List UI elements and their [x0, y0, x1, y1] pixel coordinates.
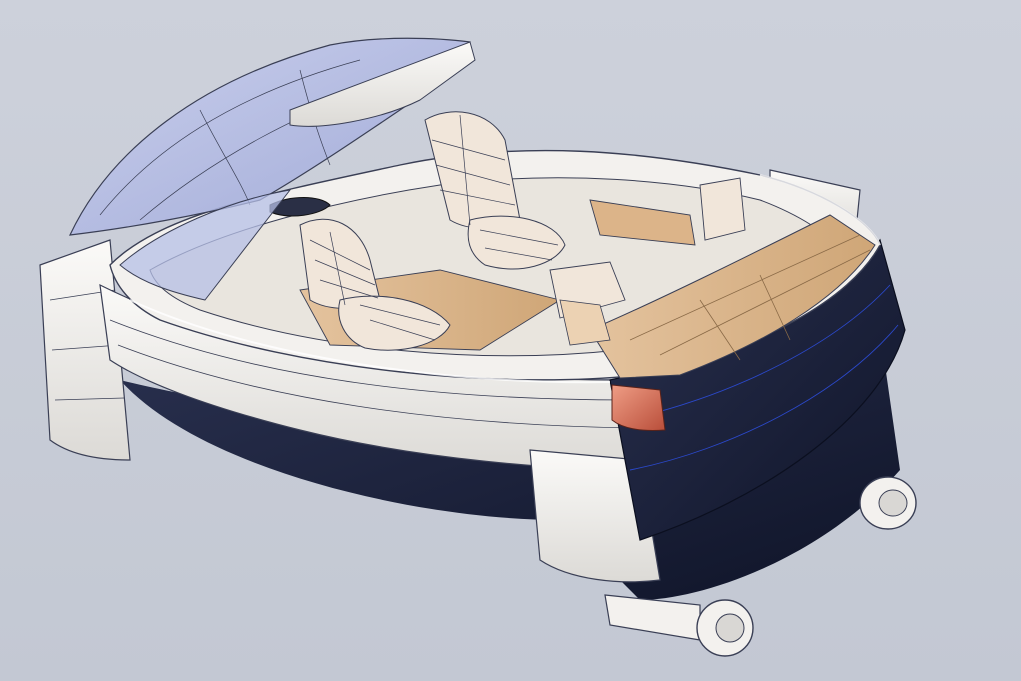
rear-wheel-left [604, 594, 754, 657]
front-right-seat [424, 111, 566, 270]
windshield [119, 189, 292, 301]
interior-side-panel [589, 199, 696, 246]
hull-contour-lines [109, 319, 635, 429]
hull-highlight [129, 299, 611, 384]
front-left-seat [299, 218, 451, 351]
canopy-top-bar [289, 41, 476, 127]
rear-lamp [611, 384, 666, 431]
rear-right-strut [529, 449, 661, 583]
rim-highlight [759, 174, 881, 246]
canopy-frame-lines [99, 59, 421, 221]
rear-wheel-right [859, 476, 917, 530]
underbody-shadow [120, 330, 900, 600]
steering-wheel [269, 197, 331, 217]
rear-seats [549, 177, 746, 346]
deck-panel-lines [629, 234, 871, 361]
